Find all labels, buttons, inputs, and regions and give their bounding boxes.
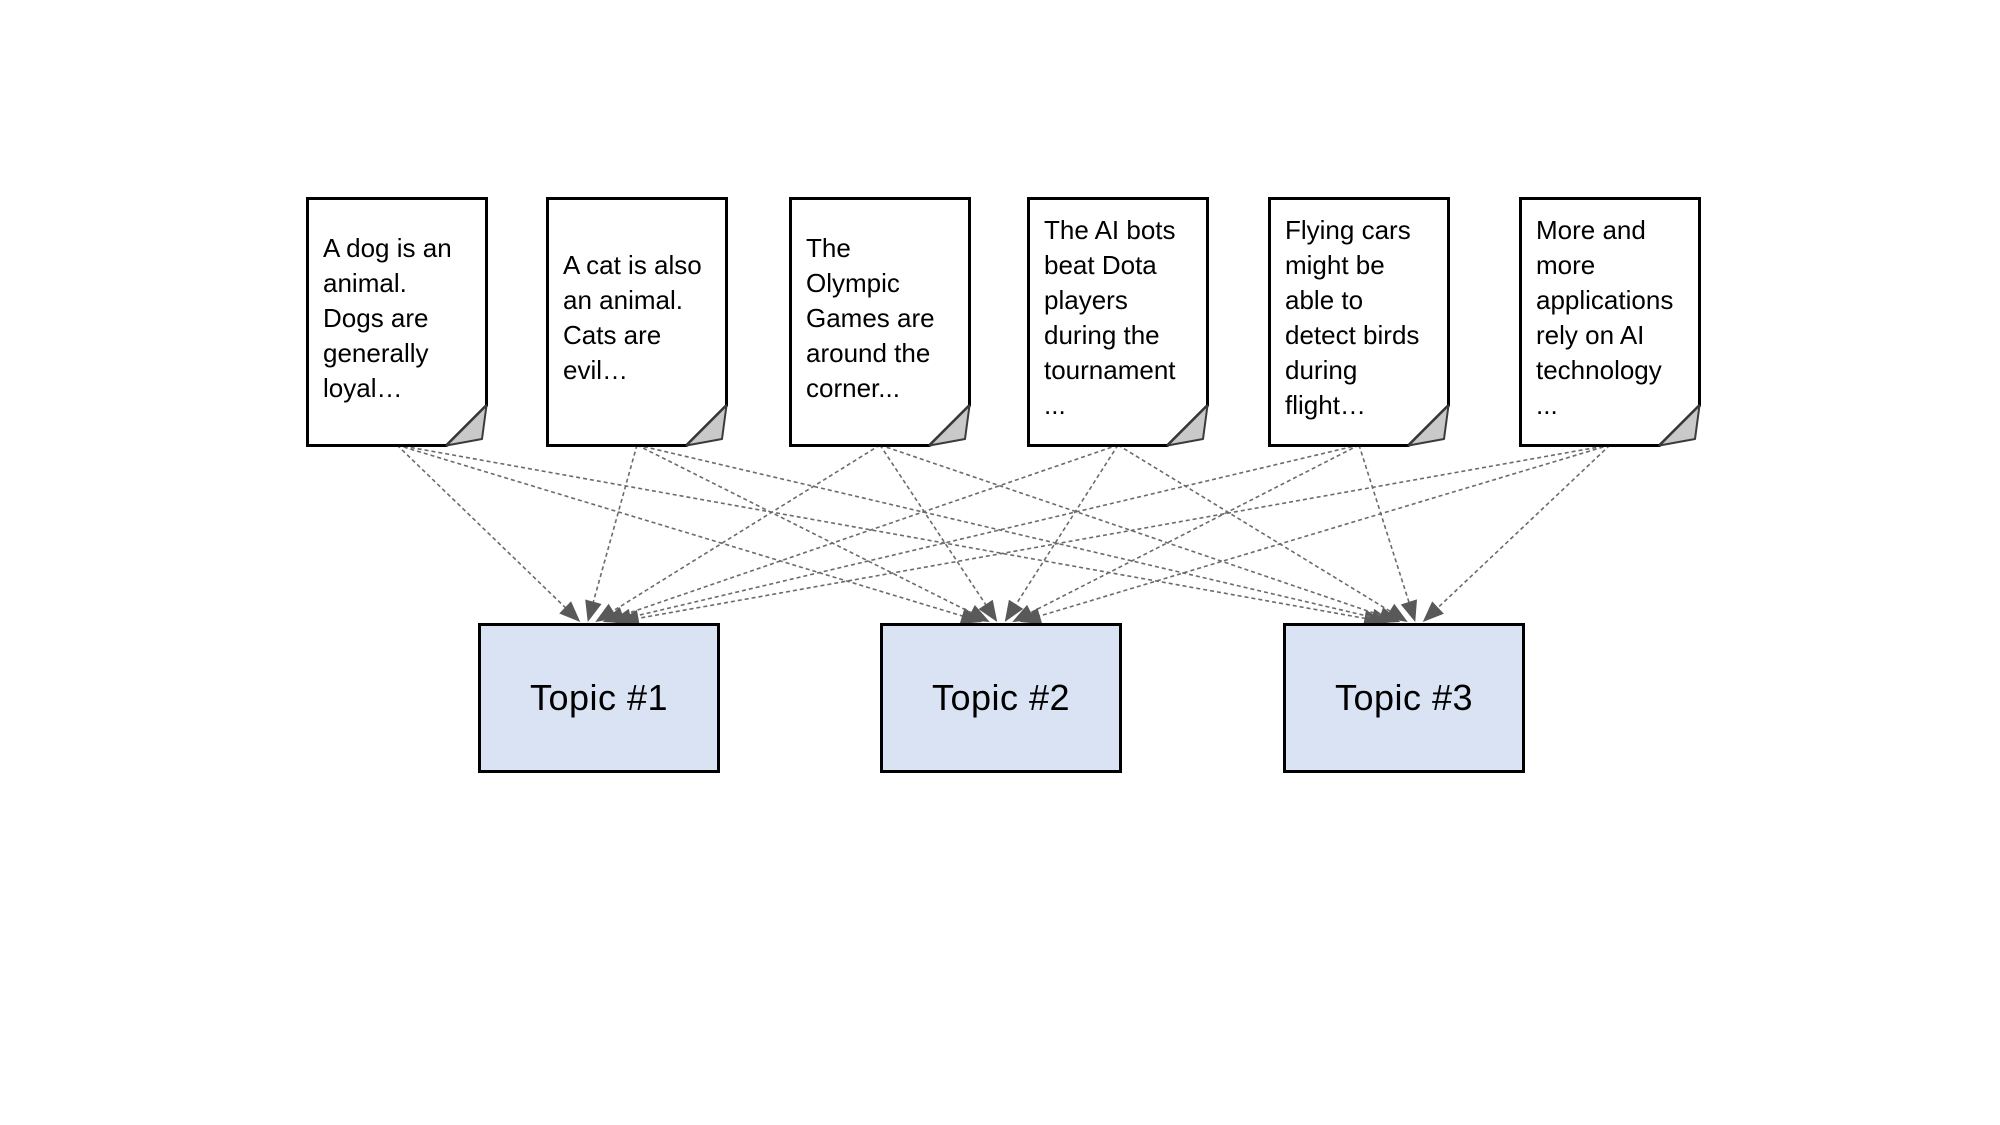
document-card-dog: A dog is an animal. Dogs are generally l… xyxy=(306,197,488,447)
arrowhead-icon xyxy=(1004,599,1024,622)
connector-arrow xyxy=(879,444,1401,624)
arrowhead-icon xyxy=(559,601,581,622)
topic-label: Topic #2 xyxy=(931,677,1071,718)
connector-arrow xyxy=(396,444,581,622)
folded-page-icon xyxy=(1027,197,1209,447)
connector-arrow xyxy=(610,444,1360,626)
document-card-flying-cars: Flying cars might be able to detect bird… xyxy=(1268,197,1450,447)
topic-box-1: Topic #1 xyxy=(478,623,720,773)
arrowhead-icon xyxy=(585,599,602,622)
document-text: The AI bots beat Dota players during the… xyxy=(1044,215,1176,420)
arrowhead-icon xyxy=(967,604,990,622)
connector-arrow xyxy=(585,444,638,622)
folded-page-icon xyxy=(789,197,971,447)
connector-arrow xyxy=(1019,444,1611,625)
connector-arrow xyxy=(636,444,990,622)
arrowhead-icon xyxy=(978,599,998,622)
arrowhead-icon xyxy=(1400,599,1417,622)
connector-arrow xyxy=(1422,444,1611,622)
connector-arrow xyxy=(396,444,1386,627)
folded-page-icon xyxy=(306,197,488,447)
connector-arrow xyxy=(602,444,1119,624)
folded-page-icon xyxy=(1268,197,1450,447)
document-card-dota: The AI bots beat Dota players during the… xyxy=(1027,197,1209,447)
connector-arrow xyxy=(1004,444,1119,622)
connector-arrow xyxy=(879,444,998,622)
arrowhead-icon xyxy=(1019,607,1043,625)
connector-arrow xyxy=(1117,444,1408,622)
document-text: A dog is an animal. Dogs are generally l… xyxy=(323,232,452,403)
topic-label: Topic #3 xyxy=(1334,677,1474,718)
arrowhead-icon xyxy=(617,609,640,627)
topic-box-2: Topic #2 xyxy=(880,623,1122,773)
document-text: Flying cars might be able to detect bird… xyxy=(1285,215,1420,420)
arrowhead-icon xyxy=(1422,601,1444,622)
folded-page-icon xyxy=(546,197,728,447)
connector-arrow xyxy=(1012,444,1360,622)
topic-box-3: Topic #3 xyxy=(1283,623,1525,773)
document-text: A cat is also an animal. Cats are evil… xyxy=(563,250,702,385)
document-text: More and more applications rely on AI te… xyxy=(1536,215,1674,420)
connector-arrow xyxy=(595,444,881,622)
document-text: The Olympic Games are around the corner.… xyxy=(806,232,935,403)
connector-arrow xyxy=(617,444,1611,627)
document-card-ai-tech: More and more applications rely on AI te… xyxy=(1519,197,1701,447)
document-card-olympics: The Olympic Games are around the corner.… xyxy=(789,197,971,447)
connector-arrow xyxy=(1358,444,1417,622)
topic-label: Topic #1 xyxy=(529,677,669,718)
connector-arrow xyxy=(636,444,1393,626)
document-card-cat: A cat is also an animal. Cats are evil… xyxy=(546,197,728,447)
arrowhead-icon xyxy=(1385,603,1408,622)
folded-page-icon xyxy=(1519,197,1701,447)
